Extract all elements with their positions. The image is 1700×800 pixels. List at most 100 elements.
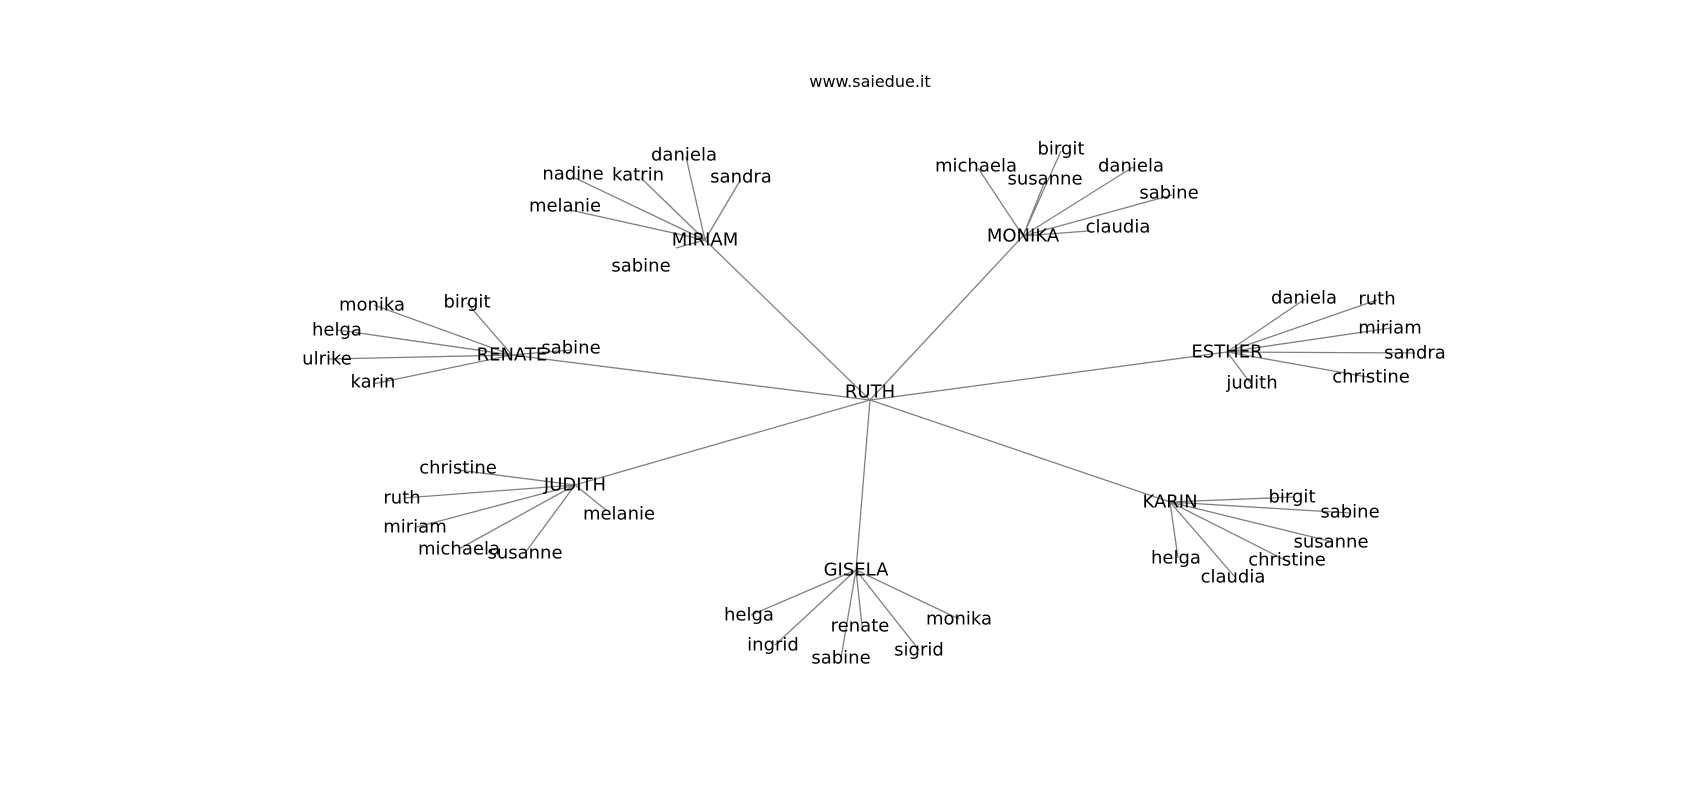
edge-monika-claudia [1022,230,1089,237]
group-node-miriam: MIRIAM [672,230,739,251]
edge-karin-susanne [1169,501,1334,543]
leaf-node-renate-monika: monika [339,295,405,316]
edge-monika-michaela [977,167,1024,237]
root-node-label: RUTH [845,382,895,403]
edge-root-miriam [704,239,871,401]
leaf-node-monika-daniela: daniela [1098,156,1164,177]
edge-root-karin [869,399,1171,503]
edge-renate-ulrike [328,354,513,360]
leaf-node-karin-sabine: sabine [1320,502,1379,523]
edge-karin-christine [1169,501,1290,563]
edge-miriam-sabine [675,239,706,249]
leaf-node-miriam-sabine: sabine [611,256,670,277]
leaf-node-renate-ulrike: ulrike [302,349,352,370]
group-node-gisela: GISELA [824,560,889,581]
leaf-node-miriam-daniela: daniela [651,145,717,166]
edge-renate-sabine [511,349,572,356]
edge-root-renate [511,354,871,401]
edge-miriam-melanie [569,209,706,241]
leaf-node-monika-birgit: birgit [1038,139,1085,160]
leaf-node-gisela-sigrid: sigrid [894,640,944,661]
edges-layer [328,150,1416,659]
edge-renate-helga [337,329,513,356]
edge-miriam-katrin [640,177,706,241]
leaf-node-renate-helga: helga [312,320,362,341]
leaf-node-gisela-helga: helga [724,605,774,626]
edge-monika-sabine [1022,194,1173,237]
edge-gisela-ingrid [774,569,857,646]
leaf-node-judith-melanie: melanie [583,504,655,525]
leaf-node-monika-sabine: sabine [1139,183,1198,204]
edge-gisela-renate [855,569,863,627]
leaf-node-esther-daniela: daniela [1271,288,1337,309]
edge-root-esther [869,351,1228,401]
edge-renate-birgit [466,302,513,356]
edge-esther-christine [1226,351,1374,379]
leaf-node-esther-miriam: miriam [1358,318,1422,339]
edge-miriam-sandra [704,178,742,241]
group-node-renate: RENATE [477,345,548,366]
leaf-node-judith-miriam: miriam [383,517,447,538]
edge-gisela-monika [855,569,960,620]
leaf-node-judith-michaela: michaela [418,539,500,560]
edge-monika-daniela [1022,166,1134,237]
edge-gisela-sabine [840,569,857,659]
edge-monika-susanne [1022,180,1046,237]
leaf-node-gisela-sabine: sabine [811,648,870,669]
leaf-node-karin-birgit: birgit [1269,487,1316,508]
edge-renate-karin [372,354,513,385]
leaf-node-monika-susanne: susanne [1007,169,1082,190]
edge-gisela-sigrid [855,569,920,651]
edge-root-gisela [855,399,871,571]
leaf-node-renate-sabine: sabine [541,338,600,359]
group-node-esther: ESTHER [1191,342,1262,363]
leaf-node-esther-judith: judith [1225,373,1277,394]
edge-judith-melanie [574,484,607,511]
leaf-node-karin-christine: christine [1248,550,1326,571]
edge-renate-monika [373,304,513,356]
leaf-node-monika-michaela: michaela [935,156,1017,177]
leaf-node-miriam-nadine: nadine [542,164,603,185]
edge-judith-ruth [403,484,576,499]
group-node-monika: MONIKA [987,226,1060,247]
edge-judith-michaela [458,484,576,550]
leaf-node-esther-sandra: sandra [1384,343,1446,364]
leaf-node-esther-christine: christine [1332,367,1410,388]
labels-layer: RUTH MIRIAM daniela nadine katrin sandra melan… [302,139,1446,669]
group-node-karin: KARIN [1142,492,1197,513]
edge-karin-claudia [1169,501,1236,578]
leaf-node-miriam-melanie: melanie [529,196,601,217]
leaf-node-gisela-monika: monika [926,609,992,630]
leaf-node-renate-birgit: birgit [444,292,491,313]
diagram-title: www.saiedue.it [809,72,930,91]
leaf-node-miriam-sandra: sandra [710,167,772,188]
edge-miriam-daniela [685,156,706,241]
leaf-node-miriam-katrin: katrin [612,165,664,186]
leaf-node-judith-susanne: susanne [487,543,562,564]
edge-miriam-nadine [574,177,706,241]
leaf-node-monika-claudia: claudia [1086,217,1151,238]
leaf-node-karin-susanne: susanne [1293,532,1368,553]
edge-esther-daniela [1226,298,1306,353]
edge-judith-miriam [416,484,576,528]
edge-judith-susanne [524,484,576,554]
edge-judith-christine [457,469,576,486]
edge-karin-sabine [1169,501,1351,514]
leaf-node-gisela-renate: renate [831,616,890,637]
edge-karin-helga [1169,501,1179,559]
leaf-node-karin-claudia: claudia [1201,567,1266,588]
leaf-node-judith-christine: christine [419,458,497,479]
leaf-node-gisela-ingrid: ingrid [747,635,799,656]
group-node-judith: JUDITH [543,475,606,496]
edge-karin-birgit [1169,496,1295,503]
edge-esther-sandra [1226,351,1416,354]
leaf-node-karin-helga: helga [1151,548,1201,569]
leaf-node-judith-ruth: ruth [383,488,420,509]
edge-gisela-helga [750,569,857,616]
edge-root-judith [574,399,871,486]
leaf-node-renate-karin: karin [351,372,396,393]
edge-root-monika [869,235,1024,401]
edge-esther-judith [1226,351,1253,386]
edge-esther-ruth [1226,299,1378,353]
